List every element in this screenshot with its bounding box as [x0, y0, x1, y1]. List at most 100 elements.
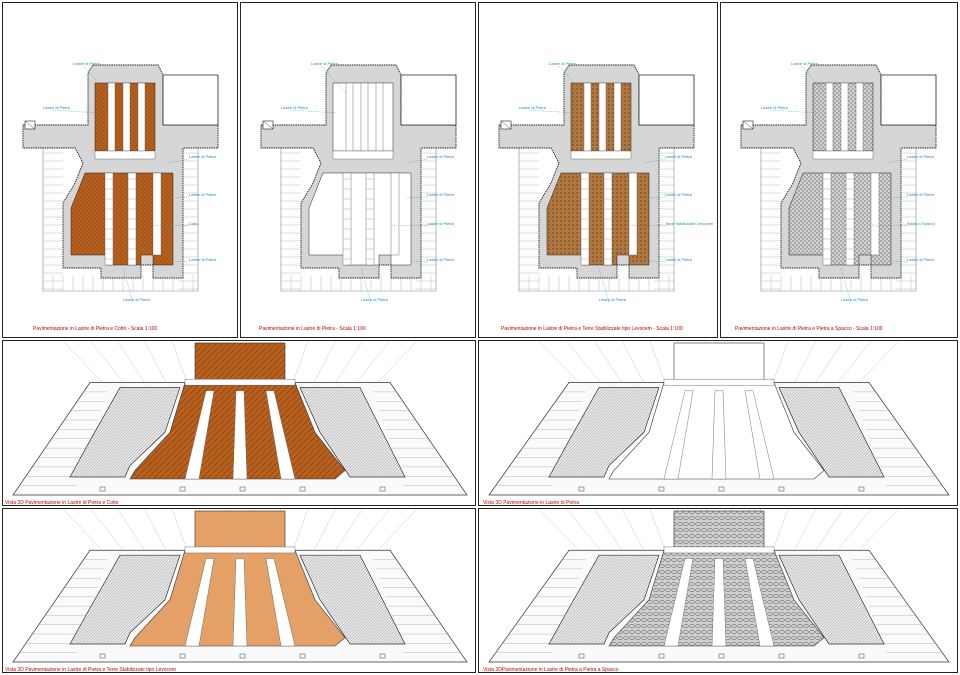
view-drawing [12, 341, 468, 496]
label-leader [405, 196, 428, 199]
material-label: Lastre di Pietra [427, 192, 455, 197]
material-label: Lastre di Pietra [665, 192, 693, 197]
drain-detail [179, 486, 186, 492]
stone-strip [663, 378, 775, 386]
material-label: Lastre di Pietra [43, 105, 71, 110]
floor-lower [70, 172, 174, 266]
view-drawing [488, 341, 950, 496]
wall-right [299, 387, 406, 478]
material-label: Lastre di Pietra [189, 257, 217, 262]
stone-strip [332, 150, 394, 160]
floor-upper [194, 510, 286, 548]
wing-room [880, 74, 937, 126]
label-leader [167, 158, 190, 164]
stone-strip [628, 172, 638, 256]
material-label: Terre Stabilizzate Levocem [665, 221, 714, 226]
stone-strip [583, 82, 592, 152]
floor-upper [194, 342, 286, 380]
door-symbol [262, 120, 274, 130]
view-panel-pietra: Vista 3D Pavimentazione in Lastre di Pie… [478, 340, 958, 506]
drain-detail [179, 653, 186, 659]
stone-strip [812, 150, 874, 160]
material-label: Lastre di Pietra [311, 61, 339, 66]
material-label: Lastre di Pietra [665, 257, 693, 262]
wing-room [162, 74, 219, 126]
view-panel-spacco: Vista 3DPavimentazione in Lastre di Piet… [478, 508, 958, 673]
stone-strip [855, 82, 864, 152]
stone-strip [663, 558, 694, 647]
drain-detail [299, 486, 306, 492]
material-label: Lastre di Pietra [761, 105, 789, 110]
label-leader [628, 224, 666, 227]
material-label: Lastre di Pietra [427, 257, 455, 262]
drain-detail [778, 486, 785, 492]
label-leader [172, 260, 190, 263]
wing-room [638, 74, 695, 126]
wing-room [400, 74, 457, 126]
material-label: Lastre di Pietra [907, 192, 935, 197]
stone-strip [613, 82, 622, 152]
door-symbol [24, 120, 36, 130]
drain-detail [379, 486, 386, 492]
label-leader [82, 65, 109, 94]
drain-detail [99, 653, 106, 659]
door-symbol [500, 120, 512, 130]
material-label: Lastre di Pietra [907, 257, 935, 262]
stone-strip [122, 82, 131, 152]
drain-detail [379, 653, 386, 659]
material-label: Lastre di Pietra [791, 61, 819, 66]
drain-detail [239, 486, 246, 492]
material-label: Cotto [189, 221, 199, 226]
stone-strip [265, 390, 296, 480]
plan-caption: Pavimentazione in Lastre di Pietra e Pie… [735, 326, 883, 332]
material-label: Lastre di Pietra [361, 297, 389, 302]
door-symbol [742, 120, 754, 130]
view-panel-levocem: Vista 3D Pavimentazione in Lastre di Pie… [2, 508, 476, 673]
stone-strip [345, 82, 354, 152]
material-label: Lastre di Pietra [519, 105, 547, 110]
stone-strip [184, 558, 215, 647]
label-leader [770, 109, 818, 114]
wall-right [299, 554, 406, 645]
stone-strip [570, 150, 632, 160]
view-caption: Vista 3D Pavimentazione in Lastre di Pie… [483, 500, 580, 506]
drain-detail [299, 653, 306, 659]
stone-strip [840, 82, 849, 152]
stone-strip [663, 390, 694, 480]
stone-strip [184, 378, 296, 386]
floor-upper [673, 510, 765, 548]
floor-lower [308, 172, 412, 266]
label-leader [870, 224, 908, 227]
stone-strip [137, 82, 146, 152]
drain-detail [578, 653, 585, 659]
view-drawing [12, 509, 468, 663]
drain-detail [658, 653, 665, 659]
stone-strip [663, 546, 775, 554]
stone-strip [265, 558, 296, 647]
drain-detail [718, 486, 725, 492]
drain-detail [858, 653, 865, 659]
label-leader [405, 158, 428, 164]
material-label: Lastre di Pietra [281, 105, 309, 110]
stone-strip [107, 82, 116, 152]
wall-left [69, 554, 181, 645]
label-leader [643, 196, 666, 199]
material-label: Pietra a Spacco [907, 221, 936, 226]
material-label: Lastre di Pietra [73, 61, 101, 66]
material-label: Lastre di Pietra [123, 297, 151, 302]
floor-lower [788, 172, 892, 266]
material-label: Lastre di Pietra [189, 154, 217, 159]
wall-right [778, 554, 885, 645]
label-leader [320, 65, 347, 94]
stone-strip [232, 558, 248, 647]
